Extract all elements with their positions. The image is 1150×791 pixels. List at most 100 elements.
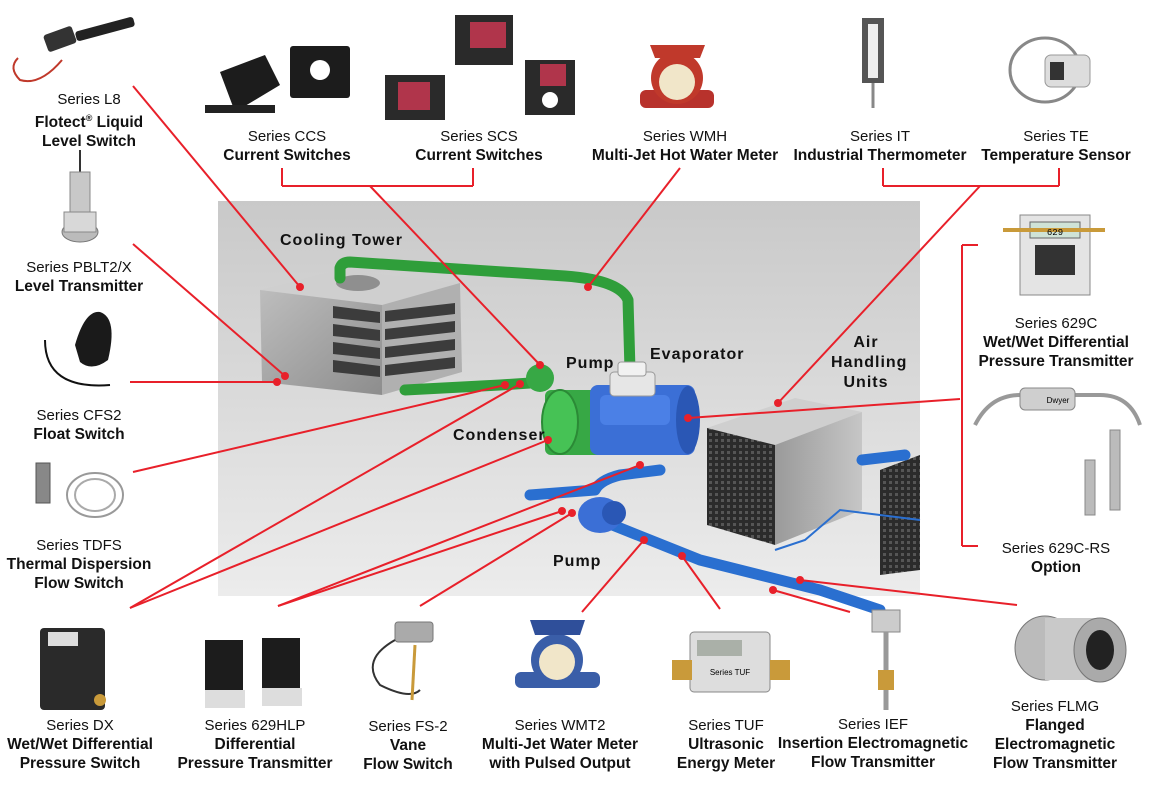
- 629hlp-transmitter-image: [205, 638, 302, 708]
- tdfs-name-line2: Flow Switch: [34, 575, 124, 592]
- fs2-flow-switch-image: [371, 621, 434, 701]
- fs2-name-line1: Vane: [389, 737, 427, 754]
- l8-series: Series L8: [57, 91, 121, 108]
- tuf-device-text: Series TUF: [710, 668, 750, 677]
- wmt2-water-meter-image: [515, 620, 600, 688]
- fs2-name-line2: Flow Switch: [363, 756, 453, 773]
- te-temperature-sensor-image: [1008, 36, 1091, 104]
- dx-series: Series DX: [46, 717, 114, 734]
- air-handling-units-label: Air Handling Units: [831, 334, 908, 391]
- flmg-name-line2: Electromagnetic: [994, 736, 1116, 753]
- tuf-energy-meter-image: Series TUF: [672, 631, 790, 693]
- it-series: Series IT: [849, 128, 910, 145]
- 629hlp-label: Series 629HLP Differential Pressure Tran…: [177, 716, 332, 773]
- 629c-name-line1: Wet/Wet Differential: [983, 334, 1129, 351]
- ccs-name: Current Switches: [223, 147, 351, 164]
- tdfs-series: Series TDFS: [36, 537, 122, 554]
- flmg-series: Series FLMG: [1010, 698, 1100, 715]
- ief-flow-transmitter-image: [871, 609, 901, 710]
- ief-name-line2: Flow Transmitter: [810, 754, 936, 771]
- cfs2-name: Float Switch: [33, 426, 125, 443]
- 629c-label: Series 629C Wet/Wet Differential Pressur…: [978, 314, 1133, 371]
- ccs-current-switch-image: [205, 46, 350, 113]
- wmt2-label: Series WMT2 Multi-Jet Water Meter with P…: [482, 716, 638, 773]
- 629hlp-name-line2: Pressure Transmitter: [177, 755, 333, 772]
- wmt2-name-line2: with Pulsed Output: [489, 755, 631, 772]
- 629c-rs-option-image: Dwyer: [973, 387, 1142, 516]
- cooling-tower-label: Cooling Tower: [280, 232, 403, 249]
- it-name: Industrial Thermometer: [793, 147, 967, 164]
- flmg-flow-transmitter-image: [1014, 615, 1127, 683]
- tuf-name-line2: Energy Meter: [676, 755, 776, 772]
- pblt2x-label: Series PBLT2/X Level Transmitter: [15, 258, 143, 296]
- chilled-water-loop: [524, 449, 911, 616]
- wmt2-series: Series WMT2: [514, 717, 606, 734]
- te-label: Series TE Temperature Sensor: [981, 127, 1131, 165]
- wmh-series: Series WMH: [642, 128, 728, 145]
- 629c-series: Series 629C: [1014, 315, 1098, 332]
- 629c-rs-label: Series 629C-RS Option: [1002, 539, 1110, 577]
- cfs2-label: Series CFS2 Float Switch: [33, 406, 124, 444]
- cfs2-float-switch-image: [44, 311, 112, 387]
- it-label: Series IT Industrial Thermometer: [793, 127, 966, 165]
- fs2-label: Series FS-2 Vane Flow Switch: [363, 717, 453, 774]
- ief-name-line1: Insertion Electromagnetic: [777, 735, 969, 752]
- l8-label: Series L8 Flotect® Liquid Level Switch: [35, 90, 143, 151]
- wmh-name: Multi-Jet Hot Water Meter: [591, 147, 779, 164]
- 629c-transmitter-image: 629: [1003, 214, 1105, 296]
- l8-name-suffix: Liquid: [92, 114, 144, 132]
- ief-series: Series IEF: [837, 716, 909, 733]
- leader-dots: [273, 283, 804, 594]
- 629c-display-text: 629: [1047, 228, 1063, 238]
- dx-pressure-switch-image: [40, 628, 106, 710]
- scs-series: Series SCS: [440, 128, 518, 145]
- dx-name-line2: Pressure Switch: [19, 755, 141, 772]
- tdfs-flow-switch-image: [35, 462, 124, 518]
- scs-current-switch-image: [385, 15, 575, 120]
- 629c-rs-brand-text: Dwyer: [1047, 396, 1070, 405]
- 629hlp-name-line1: Differential: [214, 736, 296, 753]
- pump-top-label: Pump: [566, 355, 615, 372]
- cooling-tower: [260, 270, 462, 395]
- l8-level-switch-image: [12, 17, 135, 82]
- flmg-name-line3: Flow Transmitter: [992, 755, 1118, 772]
- dx-name-line1: Wet/Wet Differential: [7, 736, 153, 753]
- l8-name-brand: Flotect: [34, 114, 86, 132]
- pump-bottom-label: Pump: [553, 553, 602, 570]
- tuf-label: Series TUF Ultrasonic Energy Meter: [677, 716, 775, 773]
- l8-name-line1: Flotect® Liquid: [35, 109, 143, 132]
- scs-label: Series SCS Current Switches: [415, 127, 542, 165]
- cfs2-series: Series CFS2: [36, 407, 122, 424]
- tuf-name-line1: Ultrasonic: [688, 736, 764, 753]
- l8-registered-mark: ®: [85, 113, 93, 123]
- tdfs-label: Series TDFS Thermal Dispersion Flow Swit…: [7, 536, 152, 593]
- pblt2x-transmitter-image: [61, 150, 99, 243]
- 629hlp-series: Series 629HLP: [204, 717, 306, 734]
- te-name: Temperature Sensor: [981, 147, 1131, 164]
- wmh-water-meter-image: [640, 45, 714, 108]
- pump-bottom: [578, 497, 626, 533]
- tdfs-name-line1: Thermal Dispersion: [6, 556, 152, 573]
- flmg-label: Series FLMG Flanged Electromagnetic Flow…: [993, 697, 1117, 773]
- l8-name-line2: Level Switch: [42, 133, 136, 151]
- ccs-label: Series CCS Current Switches: [223, 127, 350, 165]
- fs2-series: Series FS-2: [368, 718, 448, 735]
- 629c-rs-name: Option: [1031, 559, 1081, 576]
- ief-label: Series IEF Insertion Electromagnetic Flo…: [778, 715, 968, 772]
- air-handling-units: [707, 398, 920, 575]
- flmg-name-line1: Flanged: [1025, 717, 1085, 734]
- dx-label: Series DX Wet/Wet Differential Pressure …: [7, 716, 153, 773]
- evaporator-label: Evaporator: [650, 346, 745, 363]
- wmt2-name-line1: Multi-Jet Water Meter: [481, 736, 639, 753]
- air-duct-lines: [774, 508, 921, 551]
- pblt2x-series: Series PBLT2/X: [26, 259, 132, 276]
- wmh-label: Series WMH Multi-Jet Hot Water Meter: [592, 127, 778, 165]
- tuf-series: Series TUF: [688, 717, 764, 734]
- 629c-name-line2: Pressure Transmitter: [978, 353, 1134, 370]
- ccs-series: Series CCS: [247, 128, 327, 145]
- it-thermometer-image: [862, 18, 884, 108]
- 629c-rs-series: Series 629C-RS: [1001, 540, 1111, 557]
- pblt2x-name: Level Transmitter: [14, 278, 144, 295]
- condenser-label: Condenser: [453, 427, 546, 444]
